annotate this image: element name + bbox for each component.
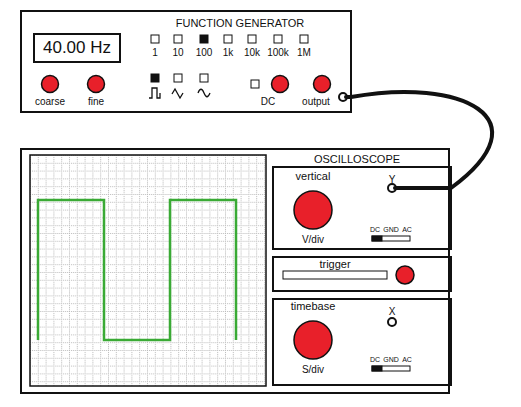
- knob-label: fine: [88, 96, 104, 107]
- switch-label: AC: [402, 356, 412, 364]
- panel-title: OSCILLOSCOPE: [314, 153, 400, 165]
- panel-title: vertical: [296, 170, 331, 182]
- range-label: 10k: [244, 47, 260, 58]
- range-label: 1k: [223, 47, 234, 58]
- range-label: 1: [152, 47, 158, 58]
- knob-unit: V/div: [302, 234, 324, 245]
- vertical-panel: verticalV/div: [272, 166, 452, 250]
- knob-label: DC: [261, 96, 275, 107]
- cable-stubs: [346, 97, 450, 188]
- panel-title: trigger: [319, 258, 350, 270]
- knob-label: coarse: [35, 96, 65, 107]
- knobs: [42, 76, 415, 360]
- switch-label: DC: [370, 226, 380, 234]
- timebase-panel: timebaseS/div: [272, 298, 452, 386]
- switch-label: GND: [383, 356, 399, 364]
- range-label: 1M: [297, 47, 311, 58]
- panel-title: 40.00 Hz: [43, 39, 111, 58]
- signal-cable: [351, 92, 492, 188]
- scope-screen: [30, 155, 266, 386]
- input-label: Y: [389, 174, 396, 185]
- switch-label: GND: [383, 226, 399, 234]
- range-label: 100k: [267, 47, 289, 58]
- range-label: 10: [172, 47, 183, 58]
- frequency-display: 40.00 Hz: [33, 33, 121, 63]
- panel-title: FUNCTION GENERATOR: [176, 17, 305, 29]
- switch-label: AC: [402, 226, 412, 234]
- range-label: 100: [196, 47, 213, 58]
- panel-title: timebase: [291, 300, 336, 312]
- trigger-panel: trigger: [272, 256, 452, 292]
- jack-label: output: [302, 96, 330, 107]
- range-buttons: [151, 35, 308, 43]
- input-label: X: [389, 306, 396, 317]
- switch-label: DC: [370, 356, 380, 364]
- waveform-buttons: [149, 74, 259, 98]
- knob-unit: S/div: [302, 364, 324, 375]
